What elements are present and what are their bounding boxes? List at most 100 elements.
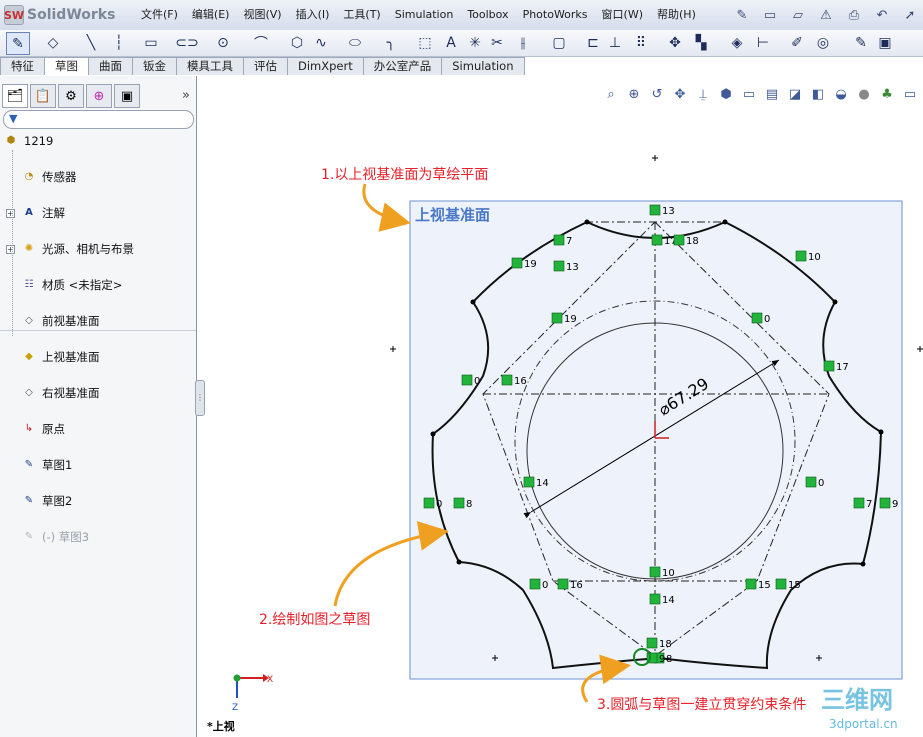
tab-sheet-metal[interactable]: 钣金 [132,57,177,75]
display-manager-tab-icon[interactable]: ▣ [114,84,140,108]
menu-view[interactable]: 视图(V) [243,8,282,21]
menu-window[interactable]: 窗口(W) [601,8,643,21]
tree-item-sketch1[interactable]: ✎ 草图1 [0,456,196,474]
open-folder-icon[interactable]: ▱ [793,7,803,23]
menu-simulation[interactable]: Simulation [394,8,454,21]
edit-appearance-icon[interactable]: ✎ [855,34,867,51]
display-style-icon[interactable]: ▭ [742,86,756,102]
line-icon[interactable]: ╲ [86,34,96,51]
relation-icon[interactable] [745,578,757,590]
point-icon[interactable]: ✳ [469,34,481,51]
tree-item-material[interactable]: ☷ 材质 <未指定> [0,276,196,294]
pushpin-icon[interactable]: ✎ [736,7,748,23]
relation-icon[interactable] [511,257,523,269]
tree-item-origin[interactable]: ↳ 原点 [0,420,196,438]
rebuild-icon[interactable]: ⚠ [820,7,832,23]
relation-icon[interactable] [651,234,663,246]
relation-icon[interactable] [557,578,569,590]
rectangle-icon[interactable]: ▭ [144,34,158,51]
relation-icon[interactable] [461,374,473,386]
tab-features[interactable]: 特征 [0,57,45,75]
zoom-to-fit-icon[interactable]: ⌕ [607,86,615,102]
relation-icon[interactable] [501,374,513,386]
propertymanager-tab-icon[interactable]: 📋 [30,84,56,108]
ellipse-icon[interactable]: ⬭ [349,34,361,51]
monitor-icon[interactable]: ▭ [903,86,917,102]
tab-dimxpert[interactable]: DimXpert [287,57,364,75]
tree-item-top-plane[interactable]: ◆ 上视基准面 [0,348,196,366]
relation-icon[interactable] [853,497,865,509]
relation-icon[interactable] [523,476,535,488]
scene-icon[interactable]: ▣ [878,34,892,51]
smart-dimension-icon[interactable]: ◇ [47,34,59,51]
tree-filter[interactable]: ▼ [3,110,194,129]
text-icon[interactable]: A [446,34,456,51]
fillet-icon[interactable]: ╮ [386,34,396,51]
mirror-icon[interactable]: ⫲ [520,34,526,51]
menu-toolbox[interactable]: Toolbox [467,8,509,21]
sketch-profile[interactable] [431,220,883,670]
dimxpert-tab-icon[interactable]: ⊕ [86,84,112,108]
plane-sketch-icon[interactable]: ⬚ [418,34,432,51]
relation-icon[interactable] [646,637,658,649]
tree-item-annotations[interactable]: + A 注解 [0,204,196,222]
menu-insert[interactable]: 插入(I) [295,8,330,21]
centerline-icon[interactable]: ┆ [114,34,124,51]
expand-icon[interactable]: + [6,245,15,254]
menu-edit[interactable]: 编辑(E) [191,8,230,21]
apply-scene-icon[interactable]: ◧ [811,86,825,102]
relation-icon[interactable] [553,260,565,272]
relation-icon[interactable] [649,566,661,578]
slot-icon[interactable]: ⊂⊃ [175,34,199,51]
tree-item-right-plane[interactable]: ◇ 右视基准面 [0,384,196,402]
configurationmanager-tab-icon[interactable]: ⚙ [58,84,84,108]
tree-item-sketch3[interactable]: ✎ (-) 草图3 [0,528,196,546]
tree-item-sensors[interactable]: ◔ 传感器 [0,168,196,186]
offset-icon[interactable]: ▢ [552,34,566,51]
relation-icon[interactable] [553,234,565,246]
tree-root[interactable]: ⬢ 1219 [0,132,196,150]
tree-item-front-plane[interactable]: ◇ 前视基准面 [0,312,196,330]
panel-splitter-handle[interactable]: ⋮ [195,380,205,416]
new-document-icon[interactable]: ▭ [763,7,777,23]
tab-surfaces[interactable]: 曲面 [88,57,133,75]
trim-icon[interactable]: ✂ [491,34,503,51]
featuremanager-tab-icon[interactable]: 🗂 [2,84,28,108]
convert-entities-icon[interactable]: ⊏ [587,34,599,51]
menu-help[interactable]: 帮助(H) [657,8,696,21]
relation-icon[interactable] [795,250,807,262]
tab-simulation[interactable]: Simulation [441,57,525,75]
expand-icon[interactable]: + [6,209,15,218]
section-view-icon[interactable]: ⍊ [699,86,707,102]
add-relation-icon[interactable]: ⊥ [608,34,622,51]
zoom-to-area-icon[interactable]: ⊕ [628,86,640,102]
view-settings-icon[interactable]: ◒ [835,86,847,102]
circle-icon[interactable]: ⊙ [217,34,229,51]
relation-icon[interactable] [646,652,658,664]
menu-photoworks[interactable]: PhotoWorks [522,8,588,21]
tab-sketch[interactable]: 草图 [44,57,89,75]
tab-evaluate[interactable]: 评估 [243,57,288,75]
tab-office-products[interactable]: 办公室产品 [362,57,443,75]
edit-appearance-icon[interactable]: ◪ [788,86,802,102]
relation-icon[interactable] [775,578,787,590]
relation-icon[interactable] [805,476,817,488]
print-icon[interactable]: ⎙ [848,7,860,23]
instant-edit-icon[interactable]: ✐ [791,34,803,51]
shadows-icon[interactable]: ● [858,86,870,102]
spline-icon[interactable]: ∿ [315,34,327,51]
repair-sketch-icon[interactable]: ▚ [695,34,707,51]
relation-icon[interactable] [673,234,685,246]
relation-icon[interactable] [423,497,435,509]
relation-icon[interactable] [649,204,661,216]
sketch-canvas[interactable]: 上视基准面 ⌀67.29 [197,76,923,737]
panel-expand-icon[interactable]: » [182,88,190,103]
graphics-area[interactable]: ⌕ ⊕ ↺ ✥ ⍊ ⬢ ▭ ▤ ◪ ◧ ◒ ● ♣ ▭ 上视基准面 [197,76,923,737]
relation-icon[interactable] [529,578,541,590]
tab-mold-tools[interactable]: 模具工具 [176,57,244,75]
menu-file[interactable]: 文件(F) [141,8,178,21]
rapid-sketch-icon[interactable]: ◎ [816,34,830,51]
realview-icon[interactable]: ♣ [881,86,893,102]
display-relations-icon[interactable]: ⊢ [756,34,770,51]
quick-snaps-icon[interactable]: ◈ [731,34,743,51]
